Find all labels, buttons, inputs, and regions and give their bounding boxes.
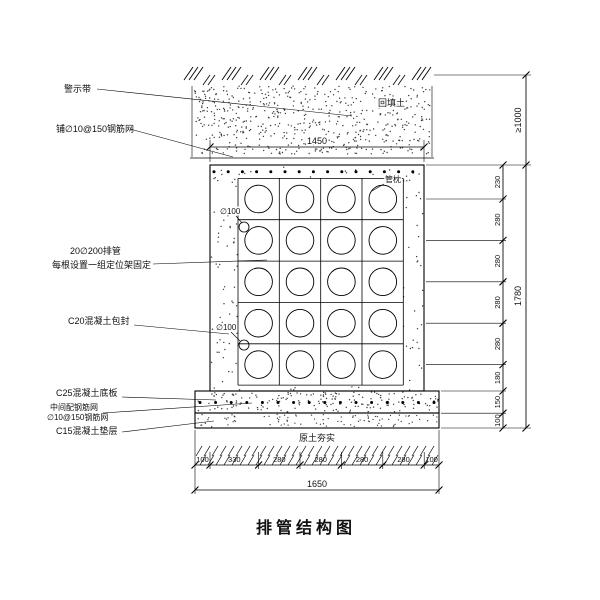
dim-right-seg-1: 280 [493, 213, 502, 226]
slab-stipple [197, 391, 439, 413]
label-base-slab: C25混凝土底板 [56, 387, 118, 398]
slab-rebar-dots [198, 401, 436, 404]
label-backfill: 回填土 [378, 97, 405, 108]
leader-pipe-pillow [371, 183, 385, 192]
pipe-circles [244, 184, 398, 379]
label-dia-2: ∅100 [216, 323, 237, 332]
dim-bottom-seg-2: 280 [273, 455, 286, 464]
top-rebar-dots [212, 170, 415, 174]
label-pipe-pillow: 管枕 [385, 174, 401, 184]
label-pipes-line2: 每根设置一组定位架固定 [52, 259, 151, 270]
label-warning-tape: 警示带 [64, 83, 91, 94]
spacer-circle-1 [238, 221, 250, 233]
dim-bottom-seg-5: 280 [397, 455, 410, 464]
dim-bottom-total: 1650 [307, 479, 327, 489]
label-encasement: C20混凝土包封 [68, 315, 130, 326]
label-mid-mesh-line1: 中间配钢筋网 [50, 402, 98, 412]
dim-bottom-seg-6: 100 [425, 455, 438, 464]
label-dia-1: ∅100 [220, 207, 241, 216]
dim-right-seg-0: 230 [493, 176, 502, 189]
dim-bottom-seg-1: 330 [228, 455, 241, 464]
leader-encasement [133, 324, 230, 335]
dim-bottom-seg-0: 100 [196, 455, 209, 464]
leader-dia-2 [230, 331, 241, 342]
spacer-circle-2 [238, 339, 250, 351]
drawing-title: 排管结构图 [256, 518, 356, 537]
dim-right-seg-7: 100 [493, 414, 502, 427]
leader-dia-1 [235, 215, 243, 224]
dim-right-seg-2: 280 [493, 255, 502, 268]
label-mid-mesh-line2: ∅10@150钢筋网 [47, 412, 108, 422]
dim-right-seg-5: 180 [493, 372, 502, 385]
compacted-subsoil-hatch [195, 445, 439, 466]
label-subsoil: 原土夯实 [299, 432, 335, 443]
dimension-ticks [191, 71, 530, 494]
dim-bottom-seg-4: 280 [356, 455, 369, 464]
dim-bottom-seg-3: 280 [314, 455, 327, 464]
dim-right-seg-6: 150 [493, 396, 502, 409]
ground-surface-hatch [183, 66, 432, 86]
dim-right-total: 1780 [513, 286, 523, 306]
dim-top-width: 1450 [307, 136, 327, 146]
dim-cover-depth: ≥1000 [513, 108, 523, 133]
label-pipes-line1: 20∅200排管 [70, 245, 121, 256]
label-top-mesh: 铺∅10@150钢筋网 [56, 123, 134, 134]
extension-lines [194, 74, 531, 494]
leader-top-mesh [129, 128, 234, 158]
cushion-outline [194, 412, 440, 429]
dim-right-seg-4: 280 [493, 338, 502, 351]
label-cushion: C15混凝土垫层 [56, 425, 118, 436]
cushion-stipple [197, 413, 438, 428]
positioning-frame-grid [237, 177, 404, 386]
leader-base-slab [121, 396, 217, 401]
dim-right-seg-3: 280 [493, 296, 502, 309]
leader-cushion [121, 420, 215, 433]
leader-warning-tape [96, 88, 353, 117]
leader-mid-mesh [102, 402, 253, 414]
leader-pipes [152, 259, 268, 265]
